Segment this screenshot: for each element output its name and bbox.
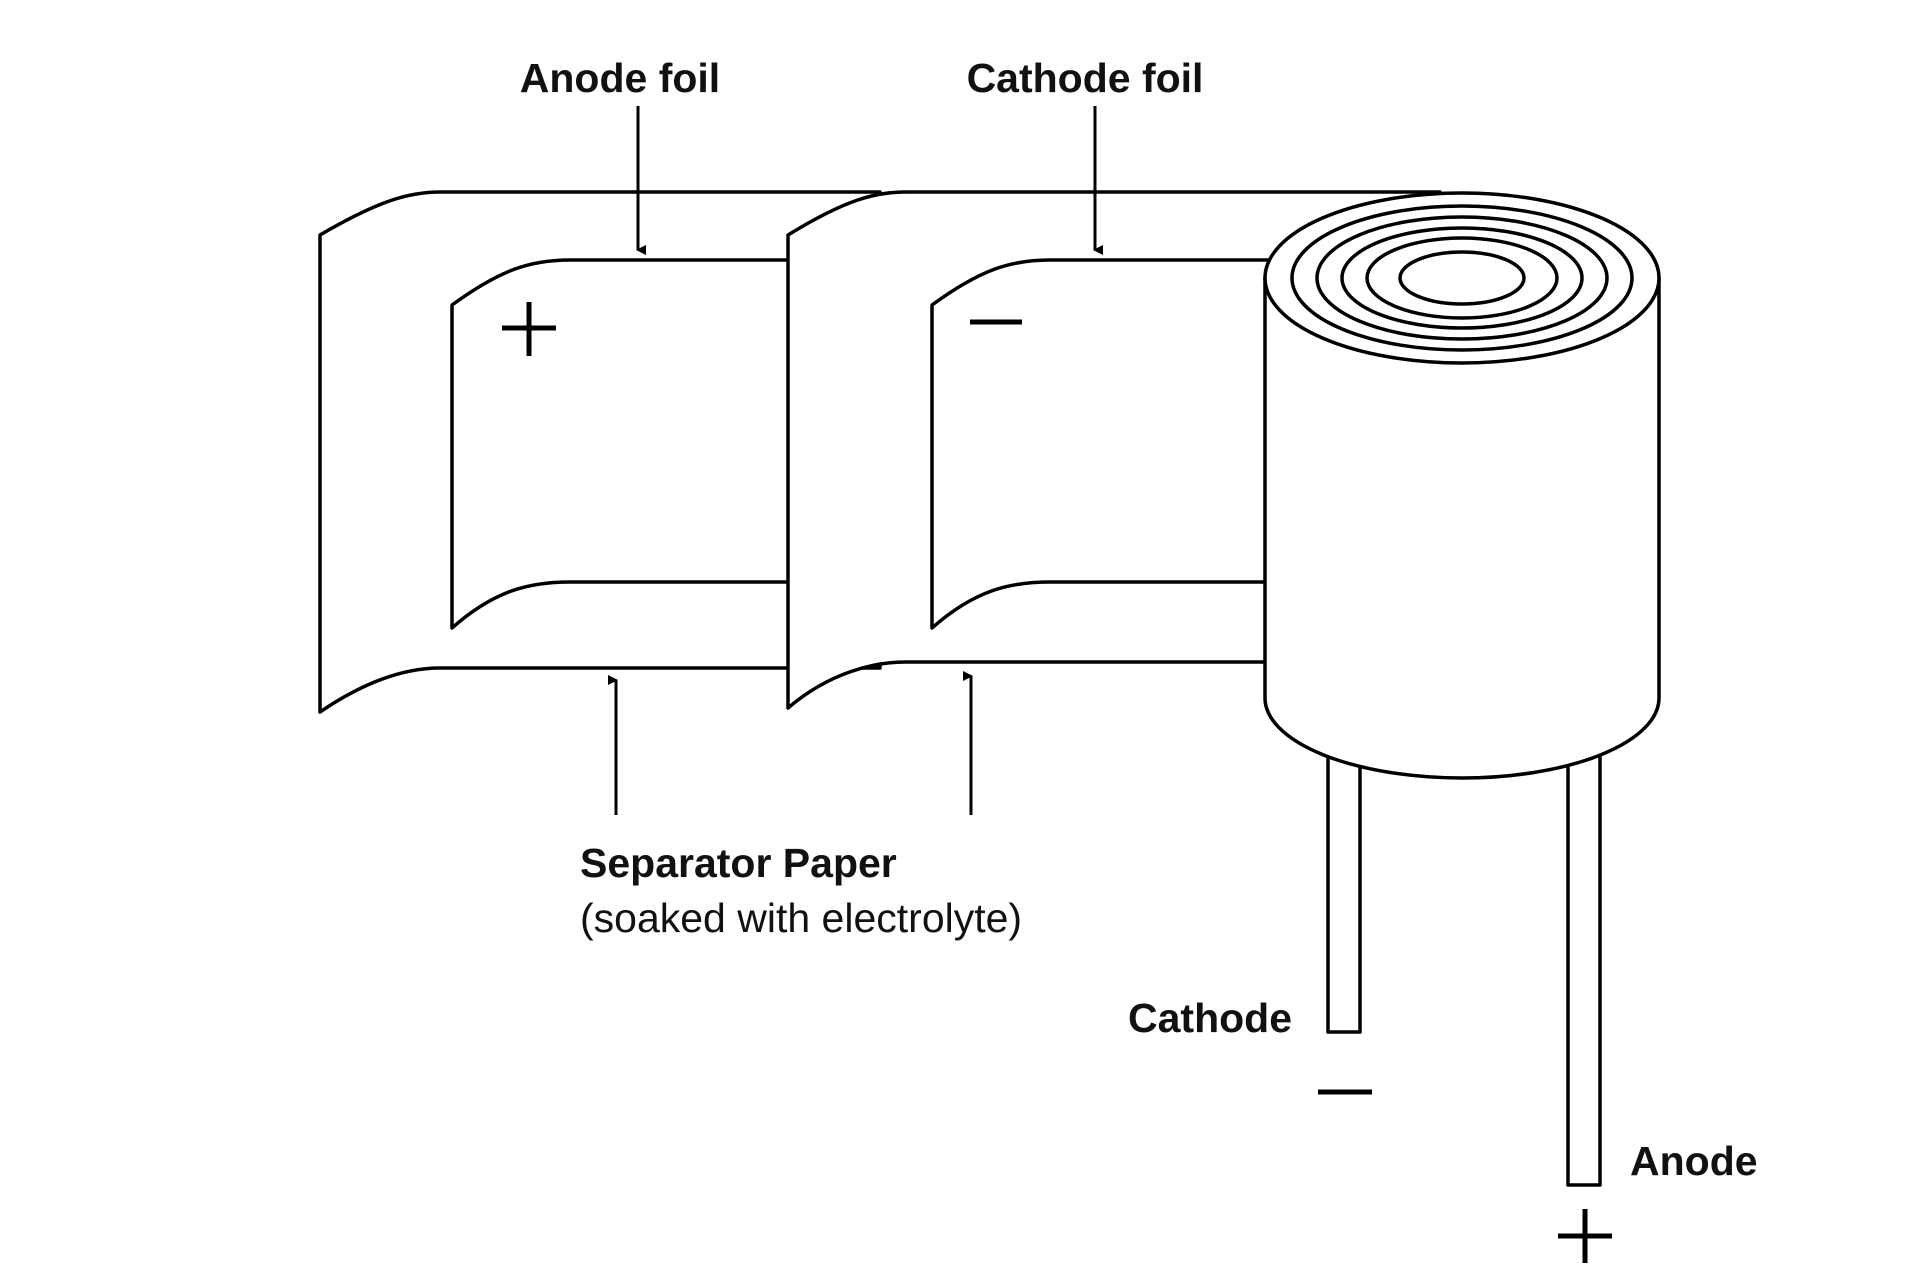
winding-rings — [1290, 204, 1634, 352]
anode-lead-label: Anode — [1630, 1138, 1758, 1184]
anode-foil-label: Anode foil — [520, 55, 720, 101]
cathode-foil-label: Cathode foil — [967, 55, 1204, 101]
cathode-foil-sheet — [930, 258, 1302, 630]
anode-lead-plus-sign — [1558, 1209, 1612, 1263]
anode-lead — [1566, 738, 1602, 1187]
separator-paper-label: Separator Paper — [580, 840, 897, 886]
cathode-lead-label: Cathode — [1128, 995, 1292, 1041]
rolled-capacitor-body — [1263, 191, 1661, 780]
separator-paper-note: (soaked with electrolyte) — [580, 895, 1022, 941]
anode-foil-plus-sign — [502, 302, 556, 356]
anode-foil-sheet — [450, 258, 802, 630]
cathode-lead — [1326, 738, 1362, 1034]
